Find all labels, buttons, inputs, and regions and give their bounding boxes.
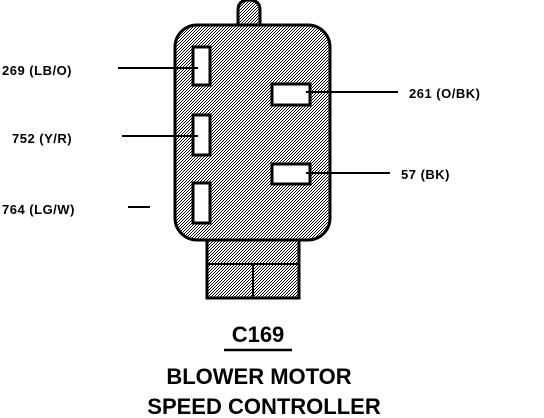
connector-name-line2: SPEED CONTROLLER [147, 394, 381, 418]
pin-cavity-57 [270, 162, 312, 186]
pin-label-752: 752 (Y/R) [12, 131, 72, 146]
connector-boot [205, 238, 301, 300]
connector-id: C169 [232, 322, 285, 347]
pin-cavity-764 [191, 181, 212, 225]
pin-cavity-269 [191, 45, 212, 87]
pin-label-269: 269 (LB/O) [2, 63, 72, 78]
connector-name-line1: BLOWER MOTOR [166, 364, 351, 389]
pin-label-764: 764 (LG/W) [2, 202, 75, 217]
pin-labels: 269 (LB/O) 752 (Y/R) 764 (LG/W) 261 (O/B… [2, 63, 480, 217]
pin-cavities [191, 45, 312, 225]
locking-tab [236, 0, 262, 30]
title-block: C169 BLOWER MOTOR SPEED CONTROLLER [147, 322, 381, 418]
leader-lines [118, 67, 398, 208]
pin-label-261: 261 (O/BK) [409, 86, 480, 101]
pin-label-57: 57 (BK) [401, 167, 450, 182]
pin-cavity-261 [270, 82, 312, 107]
